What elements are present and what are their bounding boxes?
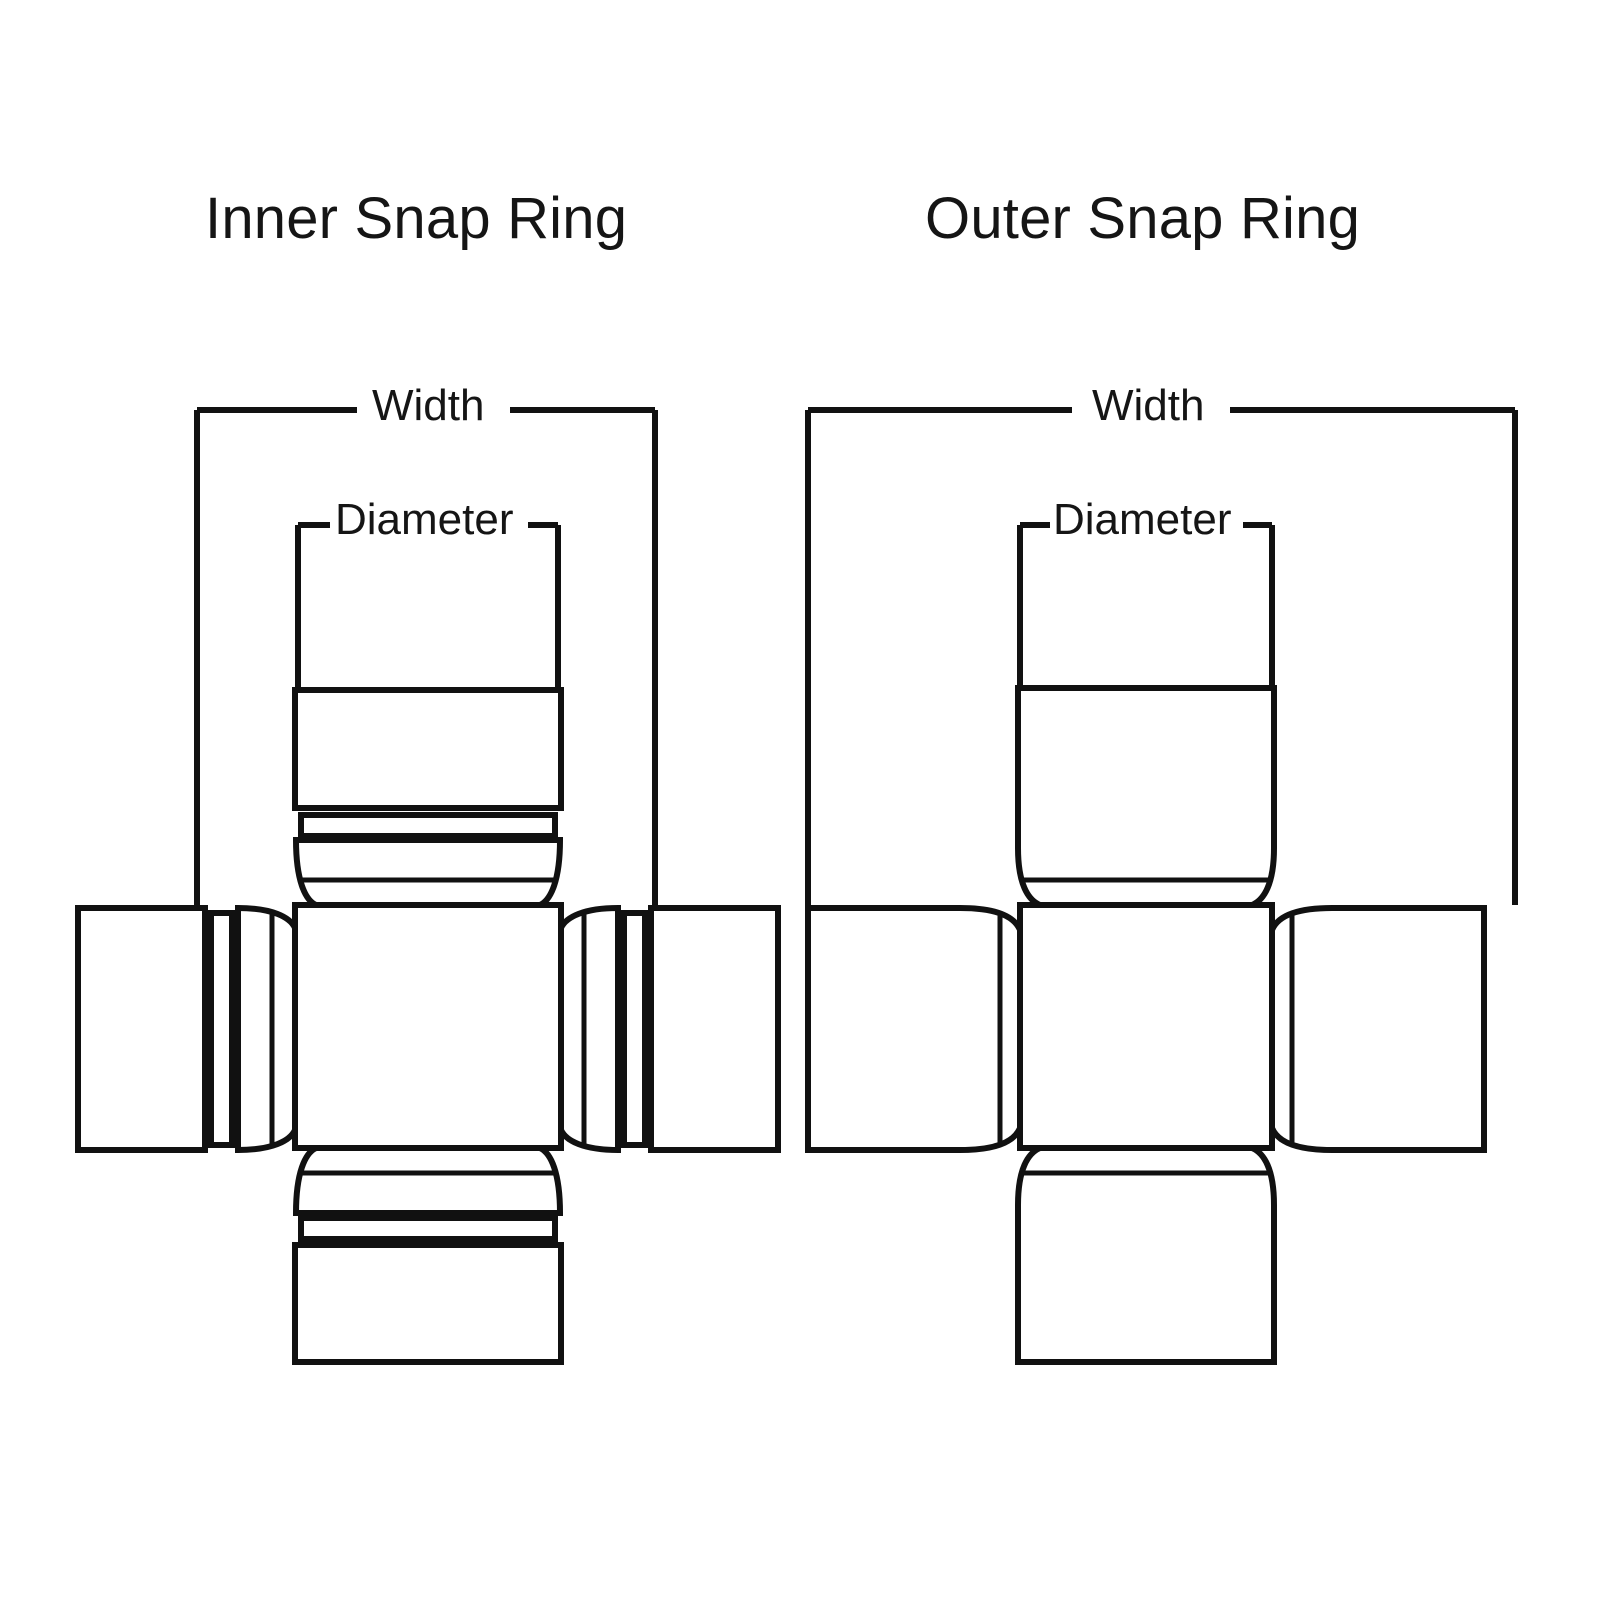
right-bearing-cap-inner (558, 904, 781, 1154)
center-body-outer (1017, 902, 1275, 1151)
dimension-bracket-diameter-right (1017, 522, 1275, 688)
dimension-label-diameter-left: Diameter (325, 495, 524, 545)
top-bearing-cap-inner (292, 687, 564, 908)
center-body-inner (292, 902, 564, 1151)
panel-title-inner-snap-ring: Inner Snap Ring (205, 186, 628, 251)
dimension-label-diameter-right: Diameter (1043, 495, 1242, 545)
diagram-outer-snap-ring (805, 407, 1518, 1365)
diagram-inner-snap-ring (75, 407, 781, 1365)
dimension-label-width-left: Width (362, 381, 495, 431)
dimension-bracket-width-left (194, 407, 658, 905)
top-bearing-cap-outer (1015, 685, 1277, 908)
left-bearing-cap-outer (805, 905, 1023, 1153)
bottom-bearing-cap-outer (1015, 1145, 1277, 1365)
right-bearing-cap-outer (1269, 905, 1487, 1153)
bottom-bearing-cap-inner (292, 1145, 564, 1365)
panel-title-outer-snap-ring: Outer Snap Ring (925, 186, 1361, 251)
dimension-label-width-right: Width (1082, 381, 1215, 431)
dimension-bracket-width-right (805, 407, 1518, 905)
dimension-bracket-diameter-left (295, 522, 561, 688)
left-bearing-cap-inner (75, 904, 298, 1154)
